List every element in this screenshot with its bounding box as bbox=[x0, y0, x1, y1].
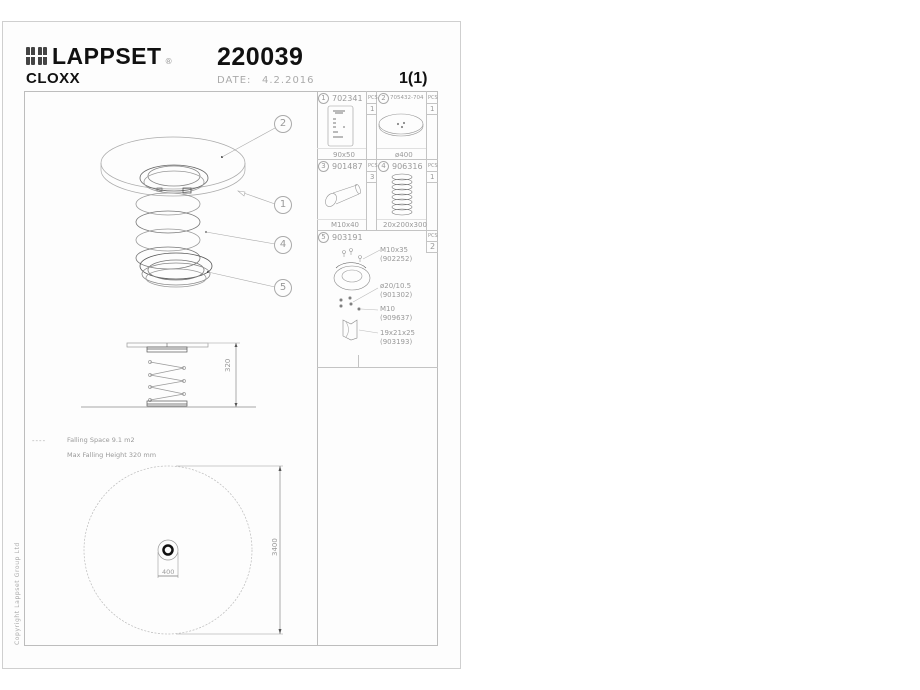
part-qty: 1 bbox=[430, 105, 435, 113]
part-index-badge: 4 bbox=[378, 161, 389, 172]
parts-row-divider bbox=[317, 159, 438, 160]
part-index-badge: 3 bbox=[318, 161, 329, 172]
label-plate-thumbnail bbox=[327, 105, 354, 147]
seat-disc-thumbnail bbox=[378, 113, 424, 137]
callout-badge: 1 bbox=[274, 196, 292, 214]
callout-badge: 4 bbox=[274, 236, 292, 254]
bolt-thumbnail bbox=[325, 183, 361, 207]
pcs-divider bbox=[366, 114, 377, 115]
part-qty: 1 bbox=[430, 173, 435, 181]
pcs-divider bbox=[426, 241, 438, 242]
size-divider bbox=[317, 148, 366, 149]
part-code: 702341 bbox=[332, 94, 363, 103]
pcs-label: PCS bbox=[428, 233, 438, 239]
kit-item-code: (901302) bbox=[380, 291, 413, 299]
kit-item-code: (902252) bbox=[380, 255, 413, 263]
pcs-divider bbox=[426, 252, 438, 253]
kit-divider bbox=[358, 355, 359, 367]
part-qty: 1 bbox=[370, 105, 375, 113]
part-qty: 2 bbox=[430, 242, 436, 251]
part-size: ø400 bbox=[395, 151, 413, 159]
side-view-drawing bbox=[81, 342, 256, 408]
spring-thumbnail bbox=[391, 173, 413, 216]
falling-space-text: Falling Space 9.1 m2 bbox=[67, 436, 135, 444]
callout-leaders bbox=[204, 127, 276, 288]
drawing-frame bbox=[24, 91, 438, 646]
part-size: 90x50 bbox=[333, 151, 355, 159]
pcs-label: PCS bbox=[428, 95, 438, 101]
kit-item-size: M10x35 bbox=[380, 246, 408, 254]
part-index-badge: 2 bbox=[378, 93, 389, 104]
brand-logo: LAPPSET ® bbox=[26, 42, 173, 69]
registered-mark: ® bbox=[164, 56, 173, 66]
falling-space-drawing bbox=[83, 465, 283, 635]
pcs-col-divider bbox=[366, 91, 367, 230]
size-divider bbox=[377, 219, 426, 220]
dashed-line-symbol: ---- bbox=[32, 437, 47, 445]
bottom-ring-drawing bbox=[139, 252, 213, 288]
inner-dimension: 400 bbox=[162, 568, 175, 576]
part-code: 705432-704 bbox=[390, 95, 424, 101]
pcs-divider bbox=[426, 182, 438, 183]
date-value: 4.2.2016 bbox=[262, 75, 315, 86]
part-code: 903191 bbox=[332, 233, 363, 242]
lappset-logo-icon bbox=[26, 47, 47, 65]
spring-drawing bbox=[135, 192, 201, 270]
size-divider bbox=[377, 148, 426, 149]
parts-row-divider bbox=[317, 367, 438, 368]
part-index-badge: 1 bbox=[318, 93, 329, 104]
kit-item-code: (909637) bbox=[380, 314, 413, 322]
pcs-divider bbox=[366, 171, 377, 172]
date-label: DATE: bbox=[217, 75, 252, 86]
brand-name: LAPPSET bbox=[52, 42, 162, 69]
max-falling-height-text: Max Falling Height 320 mm bbox=[67, 451, 157, 459]
parts-col-divider bbox=[376, 91, 377, 230]
part-code: 901487 bbox=[332, 162, 363, 171]
pcs-label: PCS bbox=[428, 163, 438, 169]
parts-row-divider bbox=[317, 230, 438, 231]
pcs-divider bbox=[426, 171, 438, 172]
kit-item-size: M10 bbox=[380, 305, 395, 313]
product-number: 220039 bbox=[217, 43, 304, 71]
pcs-divider bbox=[426, 103, 438, 104]
size-divider bbox=[317, 219, 366, 220]
mounting-kit-thumbnail bbox=[333, 248, 381, 341]
pcs-divider bbox=[426, 114, 438, 115]
part-qty: 3 bbox=[370, 173, 375, 181]
pcs-divider bbox=[366, 182, 377, 183]
drawing-sheet bbox=[2, 21, 461, 669]
pcs-label: PCS bbox=[368, 163, 378, 169]
parts-column-divider bbox=[317, 91, 318, 646]
pcs-divider bbox=[366, 103, 377, 104]
pcs-col-divider bbox=[426, 91, 427, 230]
kit-item-size: 19x21x25 bbox=[380, 329, 416, 337]
part-index-badge: 5 bbox=[318, 232, 329, 243]
part-size: 20x200x300 bbox=[383, 221, 427, 229]
pcs-label: PCS bbox=[368, 95, 378, 101]
page-number: 1(1) bbox=[399, 70, 428, 87]
seat-disc-drawing bbox=[100, 136, 246, 197]
kit-item-size: ø20/10.5 bbox=[380, 282, 412, 290]
part-size: M10x40 bbox=[331, 221, 359, 229]
callout-badge: 5 bbox=[274, 279, 292, 297]
top-ring-drawing bbox=[139, 164, 209, 194]
kit-item-code: (903193) bbox=[380, 338, 413, 346]
model-name: CLOXX bbox=[26, 70, 81, 87]
part-code: 906316 bbox=[392, 162, 423, 171]
callout-badge: 2 bbox=[274, 115, 292, 133]
